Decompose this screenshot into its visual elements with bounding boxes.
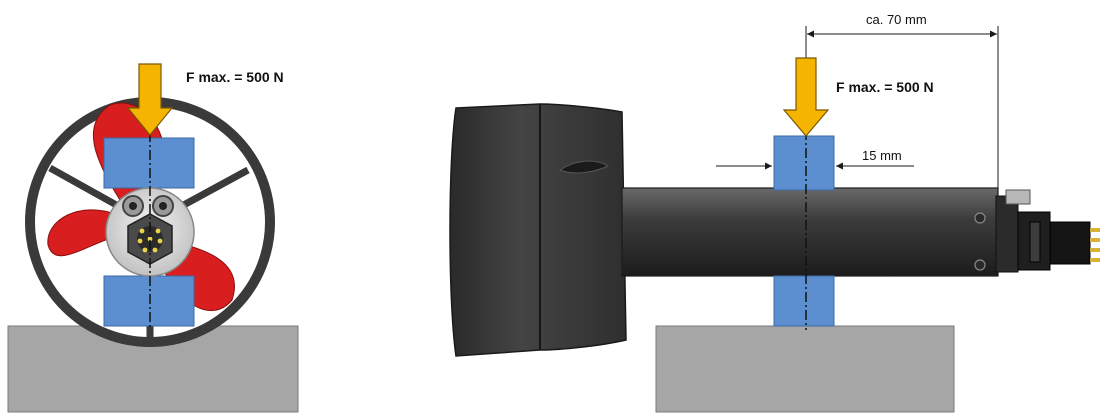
clamp-block-bottom-left (103, 275, 195, 327)
front-view: F max. = 500 N (7, 63, 299, 413)
screw-top (974, 212, 986, 224)
motor-tube (621, 187, 999, 277)
screw-bottom (974, 259, 986, 271)
connector-pins (137, 228, 163, 253)
clamp-block-top-right (773, 135, 835, 191)
dimension-label-15: 15 mm (862, 148, 902, 163)
dimension-label-70: ca. 70 mm (866, 12, 927, 27)
force-arrow-right (782, 57, 830, 137)
end-cap (995, 195, 1019, 273)
cable-gland-right-core (159, 202, 167, 210)
duct-body (449, 103, 627, 357)
side-view: ca. 70 mm 15 mm F max. = 500 N (449, 12, 1100, 413)
connector-ring (1029, 221, 1041, 263)
base-block-right (655, 325, 955, 413)
clamp-block-bottom-right (773, 275, 835, 327)
strut-upper-right (178, 166, 250, 211)
connector-plug (1049, 221, 1091, 265)
force-label-right: F max. = 500 N (836, 79, 934, 95)
cable-gland-side (1005, 189, 1031, 205)
strut-upper-left (48, 164, 122, 211)
force-arrow-left (126, 63, 174, 136)
connector-side-pins (1090, 228, 1100, 262)
duct-fin (558, 160, 610, 174)
cable-gland-left-core (129, 202, 137, 210)
force-label-left: F max. = 500 N (186, 69, 284, 85)
clamp-block-top-left (103, 137, 195, 189)
